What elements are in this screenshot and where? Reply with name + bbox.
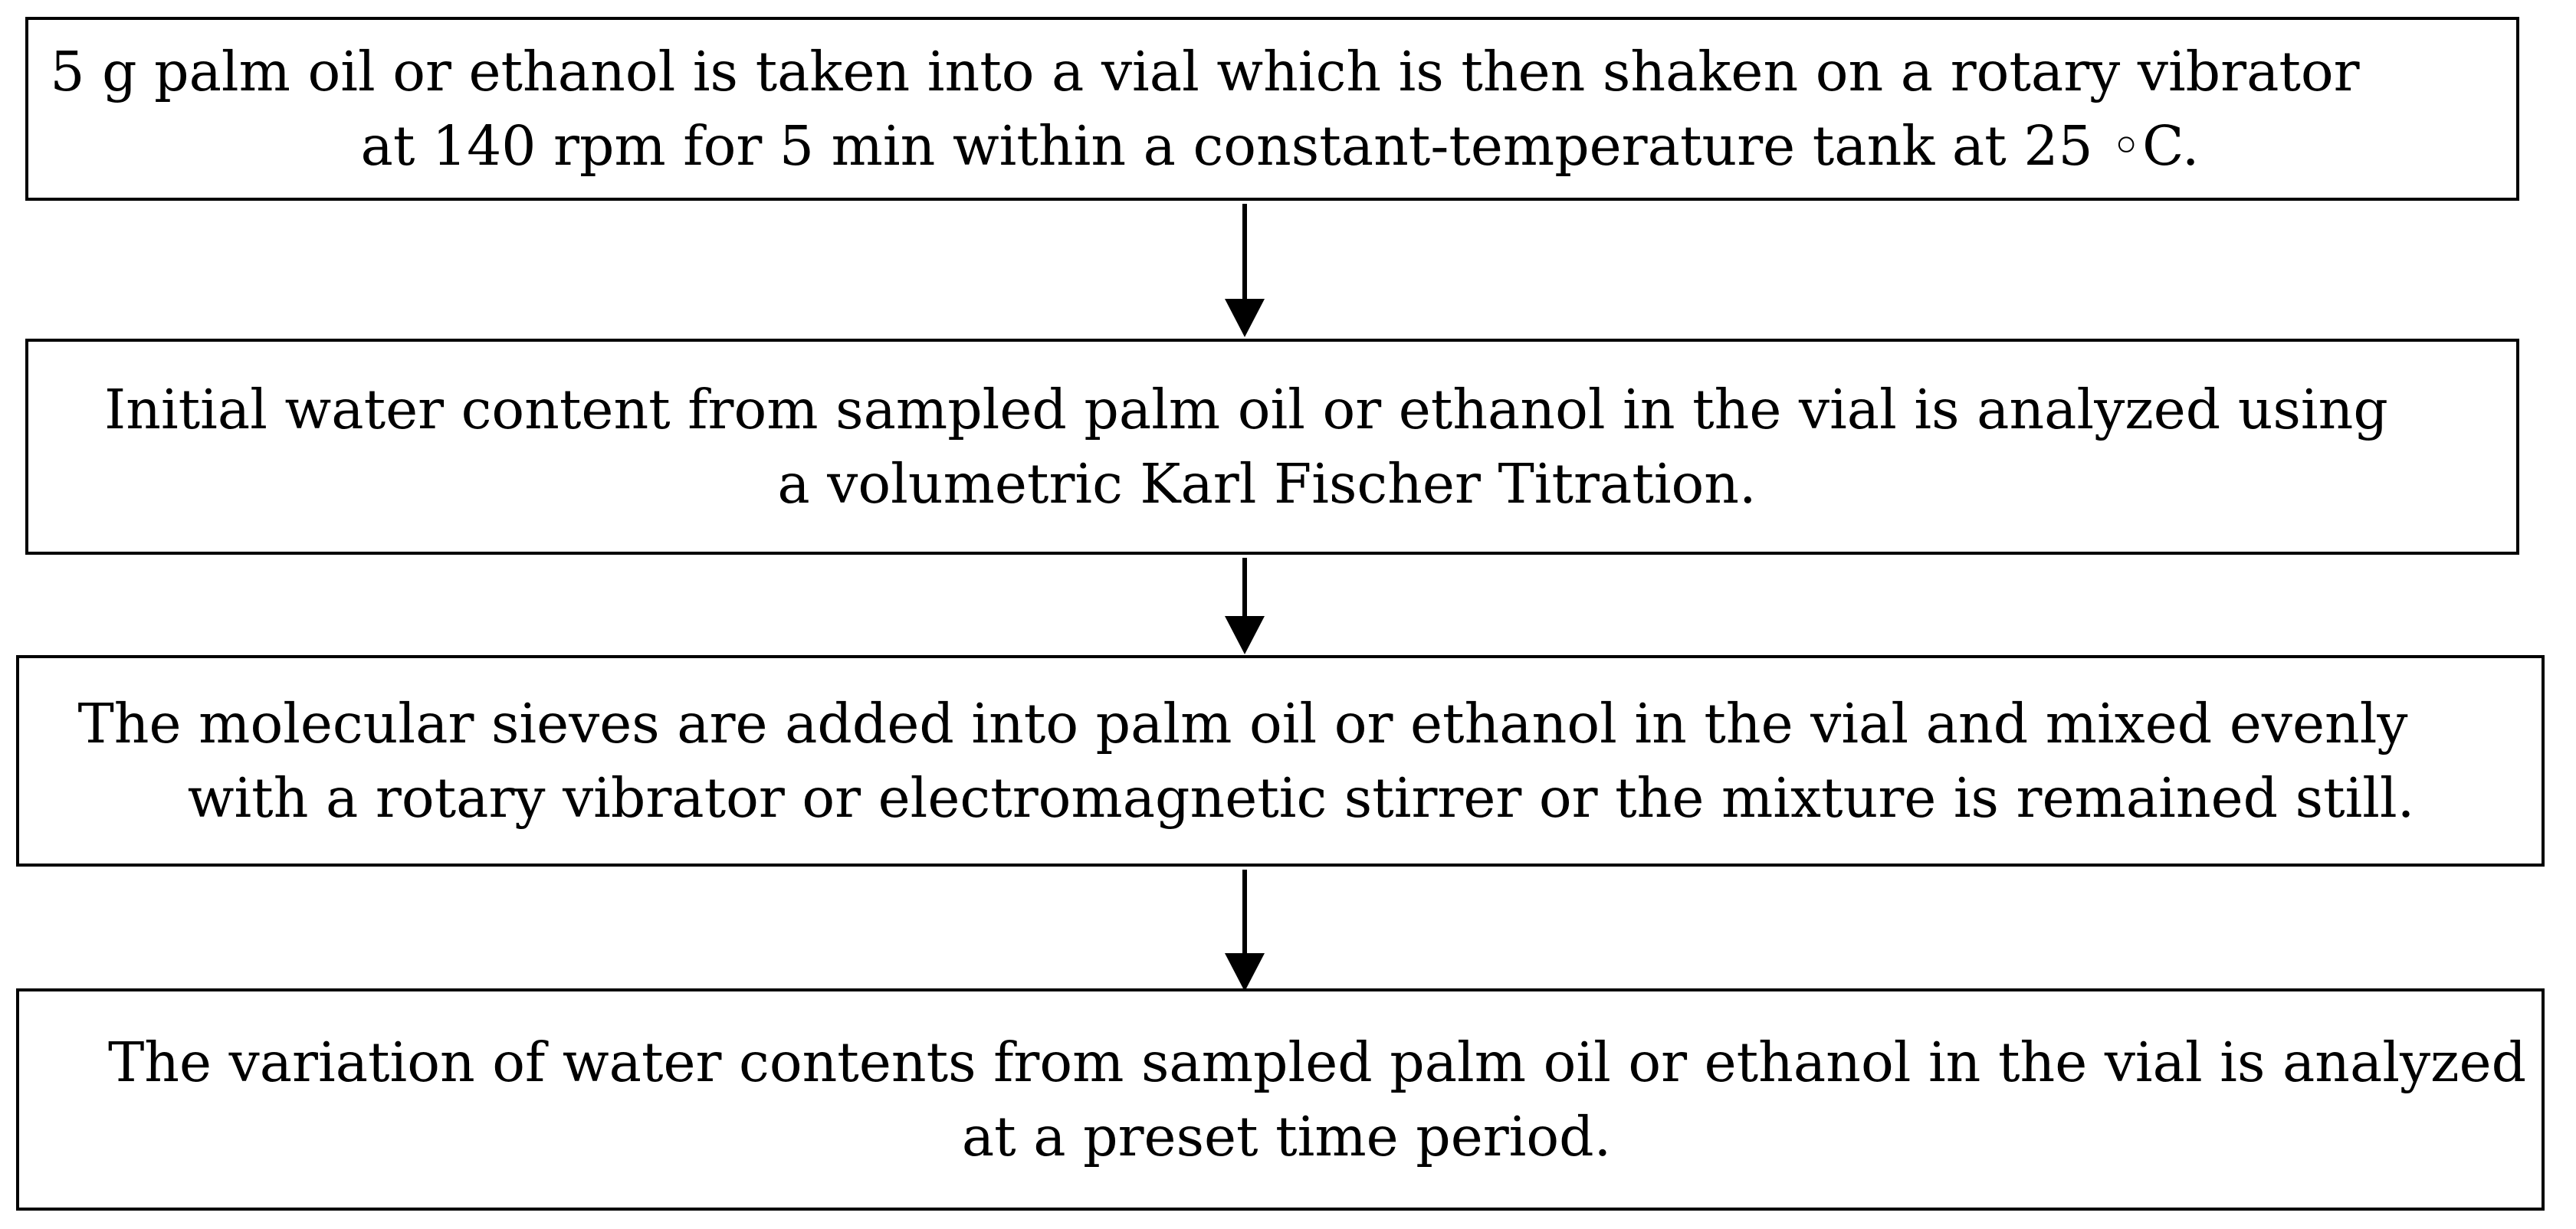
arrow-step-3-to-4 xyxy=(1225,870,1265,991)
step-2-text-line-1: Initial water content from sampled palm … xyxy=(104,377,2388,441)
step-3-box: The molecular sieves are added into palm… xyxy=(16,655,2545,867)
step-4-box: The variation of water contents from sam… xyxy=(16,988,2545,1211)
step-4-text-line-2: at a preset time period. xyxy=(961,1105,1612,1168)
arrow-2-head xyxy=(1225,616,1265,654)
step-2-box: Initial water content from sampled palm … xyxy=(25,339,2519,555)
step-3-text-line-2: with a rotary vibrator or electromagneti… xyxy=(187,766,2415,830)
step-4-text-line-1: The variation of water contents from sam… xyxy=(107,1030,2527,1094)
step-1-text-line-2: at 140 rpm for 5 min within a constant-t… xyxy=(360,114,2200,178)
arrow-step-1-to-2 xyxy=(1225,204,1265,337)
arrow-1-head xyxy=(1225,299,1265,337)
step-2-text-line-2: a volumetric Karl Fischer Titration. xyxy=(777,452,1757,516)
step-3-text-line-1: The molecular sieves are added into palm… xyxy=(77,691,2408,755)
step-1-text-line-1: 5 g palm oil or ethanol is taken into a … xyxy=(50,39,2360,103)
arrow-3-head xyxy=(1225,953,1265,991)
arrow-step-2-to-3 xyxy=(1225,558,1265,654)
step-1-box: 5 g palm oil or ethanol is taken into a … xyxy=(25,17,2519,201)
